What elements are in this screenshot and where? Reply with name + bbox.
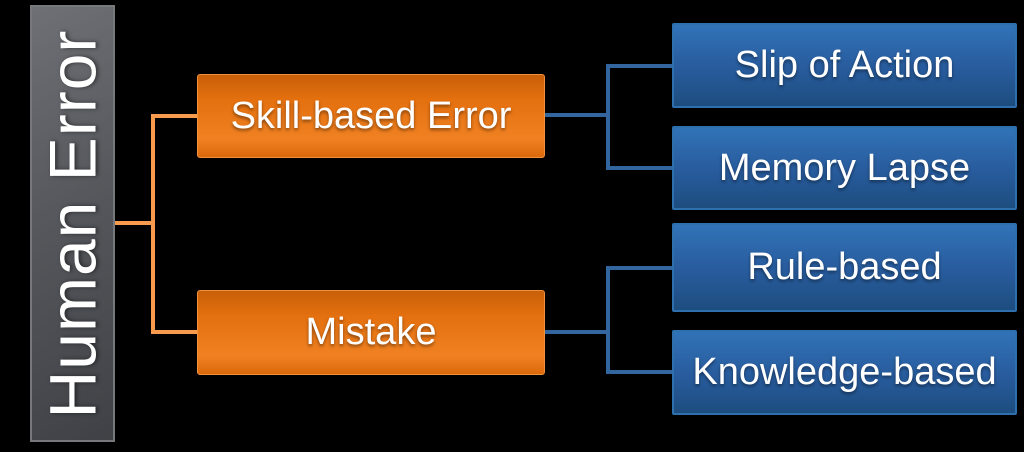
root-node-human-error: Human Error [30,5,115,442]
leaf-node-knowledge-based: Knowledge-based [672,330,1017,415]
leaf-node-memory-lapse: Memory Lapse [672,126,1017,210]
branch-node-skill-based-error: Skill-based Error [197,74,545,158]
orange-connector-root-to-branches [115,114,197,334]
branch-node-label: Skill-based Error [230,94,512,137]
branch-node-mistake: Mistake [197,290,545,375]
leaf-node-rule-based: Rule-based [672,223,1017,312]
blue-connector-skill-to-leaves [545,64,672,170]
branch-node-label: Mistake [305,311,437,353]
root-node-label: Human Error [35,29,110,418]
leaf-node-label: Knowledge-based [692,351,997,393]
leaf-node-label: Rule-based [747,246,942,288]
leaf-node-label: Slip of Action [734,44,955,86]
leaf-node-label: Memory Lapse [718,146,971,189]
blue-connector-mistake-to-leaves [545,266,672,374]
leaf-node-slip-of-action: Slip of Action [672,23,1017,108]
